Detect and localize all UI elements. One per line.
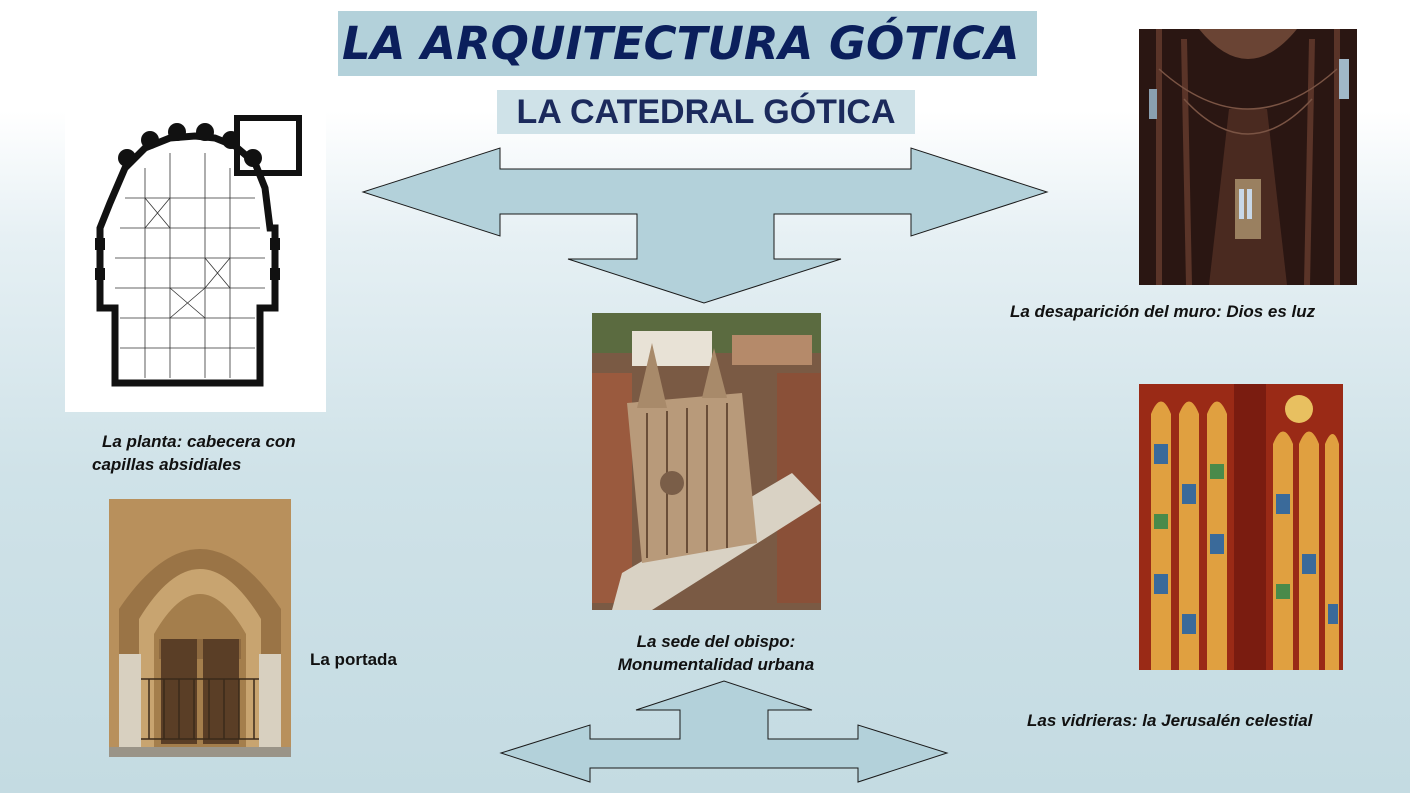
center-caption-line1: La sede del obispo: <box>636 632 796 651</box>
portal-caption: La portada <box>310 650 397 669</box>
floor-plan-image <box>65 108 326 412</box>
center-caption: La sede del obispo: Monumentalidad urban… <box>580 630 852 676</box>
slide-title: LA ARQUITECTURA GÓTICA <box>338 11 1037 76</box>
top-arrow <box>361 147 1049 304</box>
cathedral-aerial-image <box>592 313 821 610</box>
slide-subtitle: LA CATEDRAL GÓTICA <box>497 90 915 134</box>
interior-caption: La desaparición del muro: Dios es luz <box>1010 302 1316 321</box>
plan-caption-line2: capillas absidiales <box>92 455 242 474</box>
stained-glass-image <box>1139 384 1343 670</box>
plan-caption-line1: La planta: cabecera con <box>102 432 296 451</box>
plan-caption: La planta: cabecera con capillas absidia… <box>92 430 296 476</box>
portal-image <box>109 499 291 757</box>
windows-caption: Las vidrieras: la Jerusalén celestial <box>1027 711 1313 730</box>
center-caption-line2: Monumentalidad urbana <box>617 655 815 674</box>
interior-nave-image <box>1139 29 1357 285</box>
bottom-arrow <box>499 680 949 783</box>
